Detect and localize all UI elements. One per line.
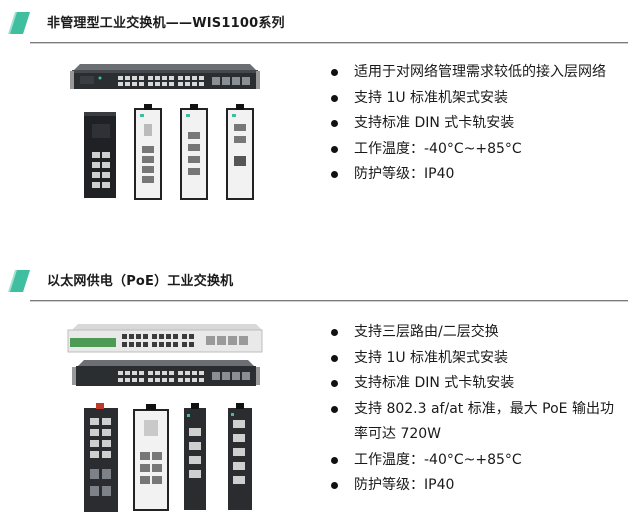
feature-list: 适用于对网络管理需求较低的接入层网络 支持 1U 标准机架式安装 支持标准 DI…: [327, 60, 619, 188]
rack-switch-image-dark: [72, 360, 260, 386]
din-switch-image-3: [180, 104, 208, 200]
feature-item: 支持 1U 标准机架式安装: [327, 346, 619, 372]
din-switch-image-1: [84, 112, 116, 198]
feature-item: 支持 1U 标准机架式安装: [327, 86, 619, 112]
din-switch-image-4: [226, 104, 254, 200]
section-poe-switch: 以太网供电（PoE）工业交换机: [0, 258, 642, 517]
section-unmanaged-switch: 非管理型工业交换机——WIS1100系列: [0, 0, 642, 250]
rack-switch-image-white: [67, 324, 263, 353]
din-poe-switch-image-1: [84, 403, 118, 512]
feature-item: 防护等级：IP40: [327, 162, 619, 188]
section-header: 非管理型工业交换机——WIS1100系列: [0, 0, 642, 44]
din-switch-image-2: [134, 104, 162, 200]
din-poe-switch-image-3: [184, 403, 206, 510]
section-accent-icon: [8, 12, 30, 34]
header-divider: [30, 42, 628, 43]
product-image-unmanaged: [70, 64, 260, 200]
product-image-poe: [67, 324, 263, 512]
feature-item: 支持标准 DIN 式卡轨安装: [327, 371, 619, 397]
header-divider: [30, 300, 628, 301]
section-accent-icon: [8, 270, 30, 292]
section-header: 以太网供电（PoE）工业交换机: [0, 258, 642, 302]
feature-item: 支持 802.3 af/at 标准，最大 PoE 输出功率可达 720W: [327, 397, 619, 448]
section-title: 非管理型工业交换机——WIS1100系列: [47, 16, 285, 31]
section-title: 以太网供电（PoE）工业交换机: [47, 274, 234, 289]
feature-list: 支持三层路由/二层交换 支持 1U 标准机架式安装 支持标准 DIN 式卡轨安装…: [327, 320, 619, 499]
feature-item: 工作温度：-40°C~+85°C: [327, 137, 619, 163]
feature-item: 防护等级：IP40: [327, 473, 619, 499]
din-poe-switch-image-4: [228, 403, 252, 510]
feature-item: 支持标准 DIN 式卡轨安装: [327, 111, 619, 137]
rack-switch-image: [70, 64, 260, 89]
din-poe-switch-image-2: [133, 404, 169, 511]
feature-item: 适用于对网络管理需求较低的接入层网络: [327, 60, 619, 86]
feature-item: 工作温度：-40°C~+85°C: [327, 448, 619, 474]
feature-item: 支持三层路由/二层交换: [327, 320, 619, 346]
